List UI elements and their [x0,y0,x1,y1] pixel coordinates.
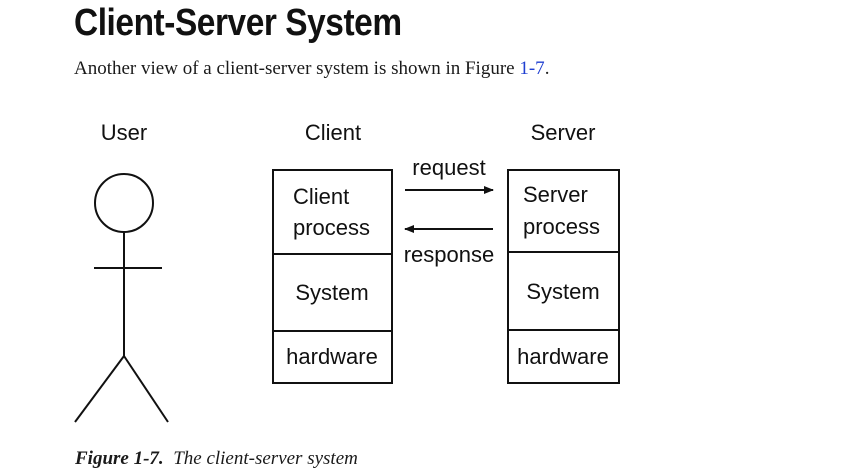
client-hardware-box [272,330,393,384]
server-process-label-line2: process [523,214,600,239]
response-label: response [404,242,495,267]
client-hardware-label: hardware [286,344,378,369]
client-process-label-line2: process [293,215,370,240]
intro-period: . [544,58,550,79]
caption-label: Figure 1-7. [75,448,164,469]
client-stack [272,169,393,384]
intro-text: Another view of a client-server system i… [74,58,520,79]
intro-paragraph: Another view of a client-server system i… [74,57,549,81]
user-label: User [101,120,147,145]
client-process-box [272,169,393,255]
request-label: request [412,155,485,180]
server-stack [507,169,620,384]
server-hardware-box [507,329,620,384]
stick-figure-icon [74,173,169,423]
server-title: Server [531,120,596,145]
stick-figure-left-leg [74,355,125,423]
server-hardware-label: hardware [517,344,609,369]
caption-text: The client-server system [173,448,358,469]
client-process-label-line1: Client [293,184,349,209]
stick-figure-right-leg [123,355,169,423]
stick-figure-head [94,173,154,233]
client-system-label: System [295,280,368,305]
client-system-box [272,253,393,332]
figure-caption: Figure 1-7. The client-server system [75,447,358,471]
figure-link[interactable]: 1-7 [519,58,545,79]
client-server-diagram: User Client Client process System hardwa… [74,120,620,423]
server-system-label: System [526,279,599,304]
client-title: Client [305,120,361,145]
caption-spacer [164,448,174,469]
server-process-box [507,169,620,253]
section-heading: Client-Server System [74,2,402,44]
server-process-label-line1: Server [523,182,588,207]
